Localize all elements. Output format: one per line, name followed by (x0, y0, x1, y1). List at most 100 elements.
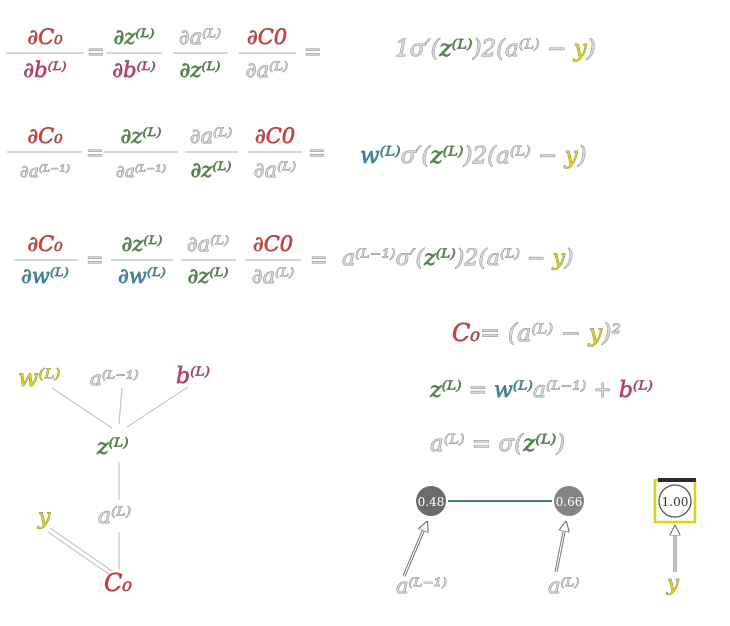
eq1-rhs-sigma: σ′( (410, 36, 441, 62)
neuron-a-out (552, 484, 586, 518)
def-z-a: a⁽ᴸ⁻¹⁾ (533, 378, 587, 403)
eq3-lhs-numerator: ∂C₀ (27, 232, 63, 256)
def-z-eq: = (462, 378, 494, 403)
eq3-equals-1: = (86, 248, 104, 272)
eq2-factor2-denominator: ∂z⁽ᴸ⁾ (190, 158, 231, 182)
def-a-z: z⁽ᴸ⁾ (522, 431, 556, 457)
edge-w-to-z-highlight (54, 385, 116, 427)
eq3-factor3-numerator: ∂C0 (253, 232, 293, 256)
eq1-rhs-y: y (573, 36, 588, 62)
edge-aprev-to-z (118, 387, 123, 425)
eq2-rhs-sigma: σ′( (401, 143, 432, 169)
def-a: a⁽ᴸ⁾ = σ(z⁽ᴸ⁾) (430, 431, 565, 457)
eq3-rhs-mid: )2(a⁽ᴸ⁾ − (455, 246, 553, 271)
tree-node-a-prev: a⁽ᴸ⁻¹⁾ (90, 366, 139, 390)
eq3-rhs-lead: a⁽ᴸ⁻¹⁾ (342, 246, 396, 271)
eq2-equals-2: = (308, 141, 326, 165)
eq1-factor2-denominator: ∂z⁽ᴸ⁾ (179, 58, 220, 82)
eq3-rhs-y: y (551, 246, 565, 271)
def-cost-end: )² (601, 319, 621, 347)
eq2-rhs: w⁽ᴸ⁾σ′(z⁽ᴸ⁾)2(a⁽ᴸ⁾ − y) (360, 143, 587, 169)
label-a-out: a⁽ᴸ⁾ (548, 574, 580, 598)
definitions: C₀= (a⁽ᴸ⁾ − y)² z⁽ᴸ⁾ = w⁽ᴸ⁾a⁽ᴸ⁻¹⁾ + b⁽ᴸ⁾… (429, 319, 654, 458)
def-z-plus: + (586, 378, 618, 403)
eq3-rhs-end: ) (564, 246, 574, 271)
edge-w-to-z (51, 387, 113, 429)
neuron-a-prev-value: 0.48 (418, 495, 445, 509)
tree-node-y: y (37, 505, 51, 530)
eq3-factor2-denominator: ∂z⁽ᴸ⁾ (187, 264, 228, 288)
arrow-a-out (555, 522, 566, 573)
eq1-factor1-numerator: ∂z⁽ᴸ⁾ (113, 25, 154, 49)
def-z: z⁽ᴸ⁾ = w⁽ᴸ⁾a⁽ᴸ⁻¹⁾ + b⁽ᴸ⁾ (429, 378, 653, 403)
tree-node-w: w⁽ᴸ⁾ (18, 364, 60, 392)
eq1-lhs-denominator: ∂b⁽ᴸ⁾ (23, 58, 66, 82)
equation-activation-derivative: ∂C₀ ∂a⁽ᴸ⁻¹⁾ = ∂z⁽ᴸ⁾ ∂a⁽ᴸ⁻¹⁾ ∂a⁽ᴸ⁾ ∂z⁽ᴸ⁾ … (7, 124, 587, 182)
eq3-factor2-numerator: ∂a⁽ᴸ⁾ (187, 232, 229, 256)
eq3-equals-2: = (310, 248, 328, 272)
def-a-open: = σ( (465, 431, 525, 457)
eq3-factor1-numerator: ∂z⁽ᴸ⁾ (121, 232, 162, 256)
target-value: 1.00 (662, 495, 689, 509)
eq1-rhs-z: z⁽ᴸ⁾ (439, 36, 473, 62)
arrow-a-prev (403, 522, 427, 577)
eq2-factor3-numerator: ∂C0 (255, 124, 295, 148)
neuron-diagram: 0.48 0.66 1.00 a⁽ᴸ⁻¹⁾ a⁽ᴸ⁾ y (396, 478, 697, 599)
eq1-rhs-mid: )2(a⁽ᴸ⁾ − (472, 36, 574, 62)
def-a-close: ) (555, 431, 565, 457)
dependency-tree: w⁽ᴸ⁾ a⁽ᴸ⁻¹⁾ b⁽ᴸ⁾ z⁽ᴸ⁾ y a⁽ᴸ⁾ C₀ (18, 364, 211, 598)
tree-node-cost: C₀ (104, 569, 132, 597)
equation-weight-derivative: ∂C₀ ∂w⁽ᴸ⁾ = ∂z⁽ᴸ⁾ ∂w⁽ᴸ⁾ ∂a⁽ᴸ⁾ ∂z⁽ᴸ⁾ ∂C0 … (14, 232, 574, 288)
tree-edges (47, 385, 189, 576)
eq2-rhs-lead: w⁽ᴸ⁾ (360, 143, 401, 169)
eq1-factor3-denominator: ∂a⁽ᴸ⁾ (246, 58, 288, 82)
eq1-factor1-denominator: ∂b⁽ᴸ⁾ (112, 58, 155, 82)
eq1-equals-2: = (304, 40, 322, 64)
eq2-lhs-denominator: ∂a⁽ᴸ⁻¹⁾ (20, 162, 70, 182)
tree-node-z: z⁽ᴸ⁾ (96, 435, 129, 460)
eq2-rhs-mid: )2(a⁽ᴸ⁾ − (463, 143, 565, 169)
def-cost-y: y (588, 319, 603, 347)
edge-y-to-cost (49, 527, 113, 572)
eq2-factor1-numerator: ∂z⁽ᴸ⁾ (120, 124, 161, 148)
eq2-rhs-y: y (564, 143, 579, 169)
neuron-labels: a⁽ᴸ⁻¹⁾ a⁽ᴸ⁾ y (396, 571, 681, 599)
eq3-factor1-denominator: ∂w⁽ᴸ⁾ (118, 264, 166, 288)
eq2-rhs-end: ) (577, 143, 587, 169)
neuron-a-prev (414, 484, 448, 518)
edge-y-to-cost-2 (47, 531, 111, 576)
eq3-rhs-z: z⁽ᴸ⁾ (423, 246, 456, 271)
eq1-rhs-lead: 1 (395, 36, 410, 62)
eq1-lhs-numerator: ∂C₀ (27, 25, 63, 49)
eq1-factor2-numerator: ∂a⁽ᴸ⁾ (179, 25, 221, 49)
eq2-equals-1: = (86, 141, 104, 165)
neuron-a-out-value: 0.66 (556, 495, 583, 509)
eq2-rhs-z: z⁽ᴸ⁾ (430, 143, 464, 169)
eq1-rhs-end: ) (586, 36, 596, 62)
eq2-lhs-numerator: ∂C₀ (27, 124, 63, 148)
eq3-lhs-denominator: ∂w⁽ᴸ⁾ (21, 264, 69, 288)
tree-node-b: b⁽ᴸ⁾ (176, 364, 210, 389)
eq3-rhs-sigma: σ′( (396, 246, 425, 271)
def-cost-rhs: = (a⁽ᴸ⁾ − (480, 319, 589, 347)
equation-bias-derivative: ∂C₀ ∂b⁽ᴸ⁾ = ∂z⁽ᴸ⁾ ∂b⁽ᴸ⁾ ∂a⁽ᴸ⁾ ∂z⁽ᴸ⁾ ∂C0 … (6, 25, 596, 82)
def-z-w: w⁽ᴸ⁾ (494, 378, 533, 403)
target-circle (658, 484, 692, 518)
def-cost-lhs: C₀ (452, 319, 480, 347)
def-cost: C₀= (a⁽ᴸ⁾ − y)² (452, 319, 621, 347)
eq1-factor3-numerator: ∂C0 (247, 25, 287, 49)
def-a-lhs: a⁽ᴸ⁾ (430, 431, 465, 457)
eq2-factor1-denominator: ∂a⁽ᴸ⁻¹⁾ (116, 162, 166, 182)
eq1-rhs: 1σ′(z⁽ᴸ⁾)2(a⁽ᴸ⁾ − y) (395, 36, 596, 62)
label-target-y: y (666, 571, 680, 595)
eq2-factor2-numerator: ∂a⁽ᴸ⁾ (190, 124, 232, 148)
edge-b-to-z (126, 386, 189, 428)
target-box-top-edge (658, 478, 696, 482)
tree-nodes: w⁽ᴸ⁾ a⁽ᴸ⁻¹⁾ b⁽ᴸ⁾ z⁽ᴸ⁾ y a⁽ᴸ⁾ C₀ (18, 364, 211, 598)
eq2-factor3-denominator: ∂a⁽ᴸ⁾ (254, 158, 296, 182)
def-z-lhs: z⁽ᴸ⁾ (429, 378, 462, 403)
eq1-equals-1: = (87, 40, 105, 64)
tree-node-a: a⁽ᴸ⁾ (98, 504, 131, 529)
label-a-prev: a⁽ᴸ⁻¹⁾ (396, 574, 447, 598)
